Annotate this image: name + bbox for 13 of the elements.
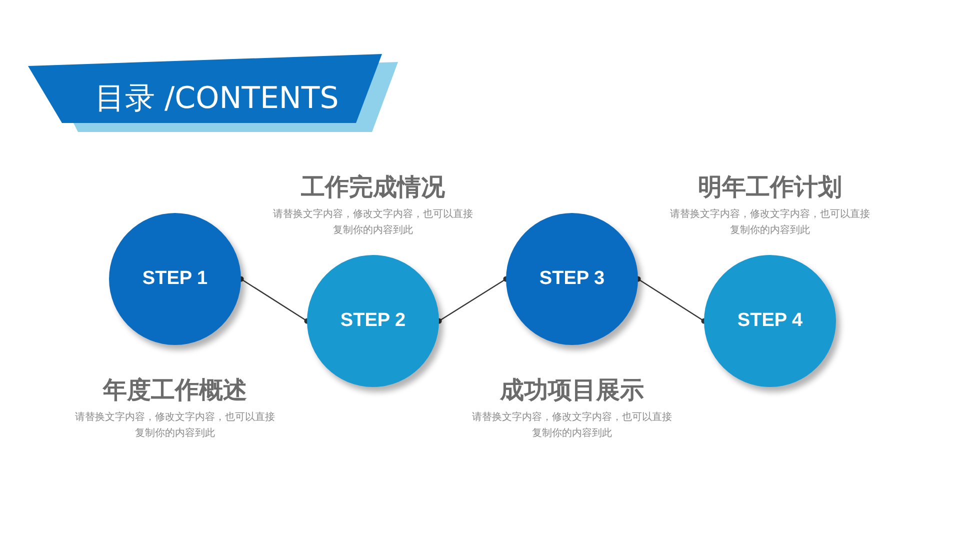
title: 目录 /CONTENTS <box>95 80 339 118</box>
section-heading: 年度工作概述 <box>102 375 248 406</box>
section-heading: 成功项目展示 <box>498 375 645 406</box>
step-label: STEP 4 <box>737 310 803 332</box>
description-text: 请替换文字内容，修改文字内容，也可以直接复制你的内容到此 <box>273 208 473 238</box>
section-heading: 明年工作计划 <box>697 172 843 203</box>
description-text: 请替换文字内容，修改文字内容，也可以直接复制你的内容到此 <box>472 410 672 441</box>
step-label: STEP 1 <box>142 268 208 290</box>
step-label: STEP 3 <box>539 268 605 290</box>
description-text: 请替换文字内容，修改文字内容，也可以直接复制你的内容到此 <box>75 410 275 441</box>
section-heading: 工作完成情况 <box>300 172 446 203</box>
step-label: STEP 2 <box>340 310 406 332</box>
description-text: 请替换文字内容，修改文字内容，也可以直接复制你的内容到此 <box>670 208 870 238</box>
